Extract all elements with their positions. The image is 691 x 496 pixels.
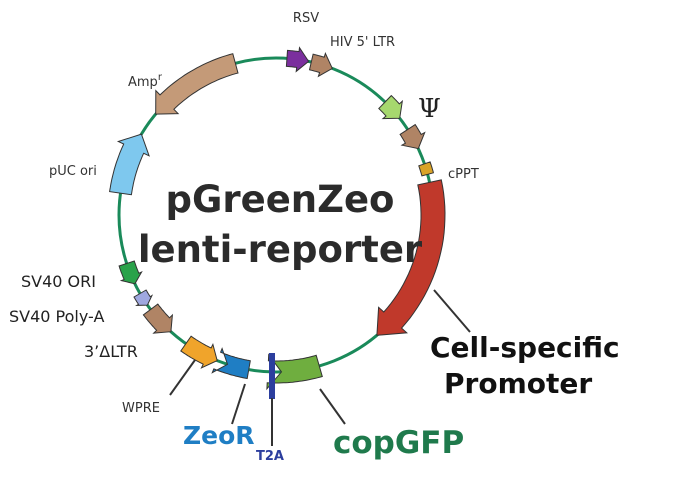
zeor-feature	[211, 347, 251, 380]
ampr-label: Ampr	[128, 72, 163, 90]
copgfp-feature	[266, 353, 323, 391]
sv40-ori-feature	[118, 260, 143, 285]
plasmid-title-line1: pGreenZeo	[166, 178, 395, 221]
sv40-polya-label: SV40 Poly-A	[9, 307, 104, 326]
t2a-feature	[269, 353, 275, 399]
puc-ori-feature	[109, 133, 150, 196]
3-ltr-label: 3’ΔLTR	[84, 342, 138, 361]
wpre-label: WPRE	[122, 401, 160, 416]
cppt-label: cPPT	[448, 167, 479, 182]
promoter-label-line1: Cell-specific	[430, 331, 620, 364]
plasmid-title-line2: lenti-reporter	[138, 228, 423, 271]
copgfp-label: copGFP	[333, 425, 464, 461]
psi-rre-feature	[399, 123, 426, 150]
3-ltr-feature	[142, 303, 174, 334]
rsv-feature	[285, 46, 310, 73]
hiv-5ltr-feature	[308, 52, 333, 78]
cell-specific-promoter-feature	[376, 179, 446, 336]
psi-feature	[378, 94, 404, 120]
wpre-feature	[180, 335, 218, 369]
puc-ori-label: pUC ori	[49, 164, 97, 179]
promoter-label-line2: Promoter	[444, 367, 592, 400]
promoter-leader-line	[433, 289, 471, 333]
sv40-polya-feature	[133, 289, 154, 306]
hiv-5ltr-label: HIV 5' LTR	[330, 35, 395, 50]
ampr-feature	[155, 53, 239, 115]
wpre-leader-line	[169, 359, 196, 396]
copgfp-leader-line	[319, 388, 346, 425]
zeor-leader-line	[231, 383, 246, 425]
zeor-label: ZeoR	[183, 421, 255, 450]
t2a-label: T2A	[256, 449, 284, 464]
cppt-feature	[418, 161, 434, 177]
psi-label: Ψ	[418, 94, 441, 124]
sv40-ori-label: SV40 ORI	[21, 272, 96, 291]
rsv-label: RSV	[293, 11, 319, 26]
